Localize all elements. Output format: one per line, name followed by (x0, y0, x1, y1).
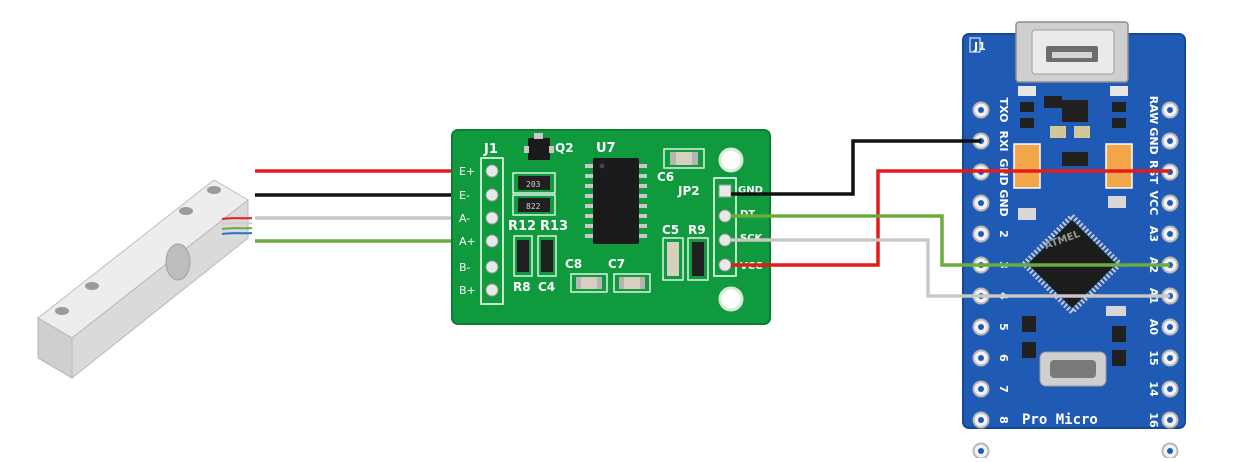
orange-led-right (1105, 143, 1133, 189)
q2-transistor: Q2 (524, 133, 574, 160)
wire-red-vcc (731, 169, 1170, 267)
pin-label: GND (1147, 127, 1160, 154)
resistor-203: 203 (512, 172, 556, 194)
pin-label: 9 (997, 447, 1010, 455)
c6-label: C6 (657, 170, 674, 184)
pin-label: GND (738, 185, 763, 196)
c5-capacitor (662, 237, 684, 281)
hx711-jp2-label: JP2 (677, 184, 700, 198)
micro-usb-icon (1015, 21, 1129, 83)
pin-label: TXO (997, 98, 1010, 123)
r12-label: R12 (508, 219, 536, 234)
pin-label: 16 (1147, 412, 1160, 428)
pin-label: 10 (1147, 443, 1160, 458)
c7-capacitor (613, 273, 651, 293)
wire-white-sck (731, 238, 1170, 298)
pin-label: A+ (459, 235, 476, 248)
pin-label: 6 (997, 354, 1010, 362)
hx711-left-pin-a-minus: A- (459, 211, 499, 225)
pro-micro-right-pin: 10 (1147, 442, 1179, 460)
hx711-left-pin-e-plus: E+ (459, 164, 499, 178)
c6-capacitor: C6 (657, 148, 705, 184)
pro-micro-left-pin: 9 (972, 442, 1010, 460)
pro-micro-left-pin: 7 (972, 380, 1010, 398)
pro-micro-left-pin: 2 (972, 225, 1010, 243)
hx711-j1-label: J1 (483, 142, 498, 157)
pin-label: E+ (459, 165, 475, 178)
pro-micro-left-pin: 5 (972, 318, 1010, 336)
r8-label: R8 (513, 280, 531, 294)
hx711-left-pin-e-minus: E- (459, 188, 499, 202)
resistor-code: 822 (526, 202, 541, 211)
u7-label: U7 (596, 141, 616, 156)
pro-micro-right-pin: 16 (1147, 411, 1179, 429)
pin-label: B+ (459, 284, 476, 297)
load-cell-icon (37, 179, 253, 380)
wires-hx711-promicro (731, 139, 1170, 298)
c5-label: C5 (662, 223, 679, 237)
pin-label: RXI (997, 130, 1010, 151)
pro-micro-left-pin: TXO (972, 98, 1010, 123)
r8-resistor: R8 (513, 235, 533, 294)
r13-label: R13 (540, 219, 568, 234)
pro-micro-left-pin: 8 (972, 411, 1010, 429)
hx711-left-pin-a-plus: A+ (459, 234, 499, 248)
pro-micro-right-pin: RAW (1147, 96, 1179, 125)
pin-label: 14 (1147, 381, 1160, 397)
resistor-code: 203 (526, 180, 541, 189)
pin-label: 15 (1147, 350, 1160, 365)
r9-resistor (687, 237, 709, 281)
pin-label: B- (459, 261, 471, 274)
pin-label: A- (459, 212, 470, 225)
c8-label: C8 (565, 257, 582, 271)
hx711-right-pin-gnd: GND (718, 184, 763, 198)
pro-micro-j1-label: J1 (973, 40, 986, 53)
r9-label: R9 (688, 223, 706, 237)
pin-label: RAW (1147, 96, 1160, 125)
pin-label: E- (459, 189, 470, 202)
pin-label: A3 (1147, 226, 1160, 242)
pin-label: 5 (997, 323, 1010, 331)
hx711-left-pin-b-plus: B+ (459, 283, 499, 297)
orange-led-left (1013, 143, 1041, 189)
c8-capacitor (570, 273, 608, 293)
pro-micro-right-pin: A3 (1147, 225, 1179, 243)
q2-label: Q2 (555, 141, 574, 155)
pro-micro-left-pin: 6 (972, 349, 1010, 367)
pro-micro-right-pin: VCC (1147, 191, 1179, 216)
crystal (1039, 351, 1107, 387)
u7-chip: U7 (585, 141, 647, 244)
wire-black-gnd (731, 139, 981, 196)
pin-label: A0 (1147, 319, 1160, 336)
pin-label: 7 (997, 385, 1010, 393)
pin-label: VCC (1147, 191, 1160, 216)
c4-label: C4 (538, 280, 555, 294)
pin-label: 2 (997, 230, 1010, 238)
pro-micro-right-pin: 14 (1147, 380, 1179, 398)
pro-micro-right-pin: 15 (1147, 349, 1179, 367)
pin-label: 8 (997, 416, 1010, 424)
pin-label: GND (997, 189, 1010, 216)
hx711-board: J1 E+ E- A- A+ B- B+ JP2 (451, 129, 771, 325)
board-name: Pro Micro (1022, 412, 1098, 428)
pro-micro-board: J1 (962, 21, 1186, 460)
hx711-left-pin-b-minus: B- (459, 260, 499, 274)
pro-micro-right-pin: GND (1147, 127, 1179, 155)
c4-capacitor: C4 (537, 235, 557, 294)
resistor-822: 822 (512, 194, 556, 216)
pro-micro-right-pin: A0 (1147, 318, 1179, 336)
c7-label: C7 (608, 257, 625, 271)
pro-micro-left-pin: GND (972, 189, 1010, 217)
wire-green-dt (731, 214, 1170, 267)
